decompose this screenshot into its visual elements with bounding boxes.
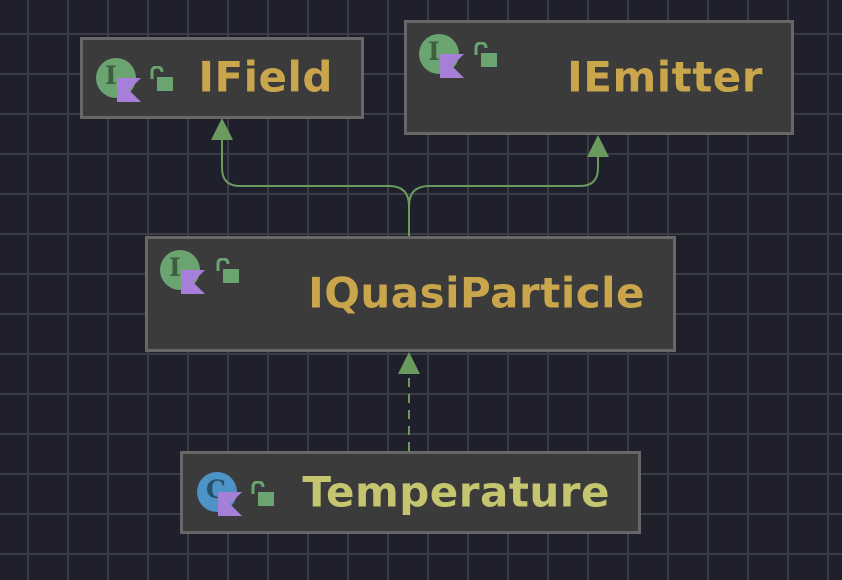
kotlin-interface-icon: I xyxy=(419,34,464,78)
kotlin-flag-icon xyxy=(218,492,242,516)
node-title: IEmitter xyxy=(567,52,763,102)
node-title: IQuasiParticle xyxy=(308,268,645,318)
node-title: Temperature xyxy=(302,467,610,517)
kotlin-interface-icon: I xyxy=(96,58,141,102)
public-lock-icon xyxy=(474,42,497,67)
node-ifield[interactable]: I IField xyxy=(80,37,364,119)
node-temperature[interactable]: C Temperature xyxy=(180,451,641,534)
kotlin-interface-icon: I xyxy=(160,250,205,294)
edge-iquasiparticle-to-ifield xyxy=(221,138,410,236)
kotlin-flag-icon xyxy=(181,270,205,294)
node-title: IField xyxy=(198,52,333,102)
kotlin-flag-icon xyxy=(440,54,464,78)
kotlin-class-icon: C xyxy=(197,472,242,516)
node-iemitter[interactable]: I IEmitter xyxy=(404,20,794,135)
public-lock-icon xyxy=(216,258,239,283)
edge-iquasiparticle-to-iemitter xyxy=(408,156,599,236)
public-lock-icon xyxy=(251,481,274,506)
public-lock-icon xyxy=(150,66,173,91)
kotlin-flag-icon xyxy=(117,78,141,102)
node-iquasiparticle[interactable]: I IQuasiParticle xyxy=(145,236,676,352)
arrowhead-iemitter xyxy=(587,135,609,157)
arrowhead-iquasiparticle xyxy=(398,352,420,374)
arrowhead-ifield xyxy=(211,118,233,140)
